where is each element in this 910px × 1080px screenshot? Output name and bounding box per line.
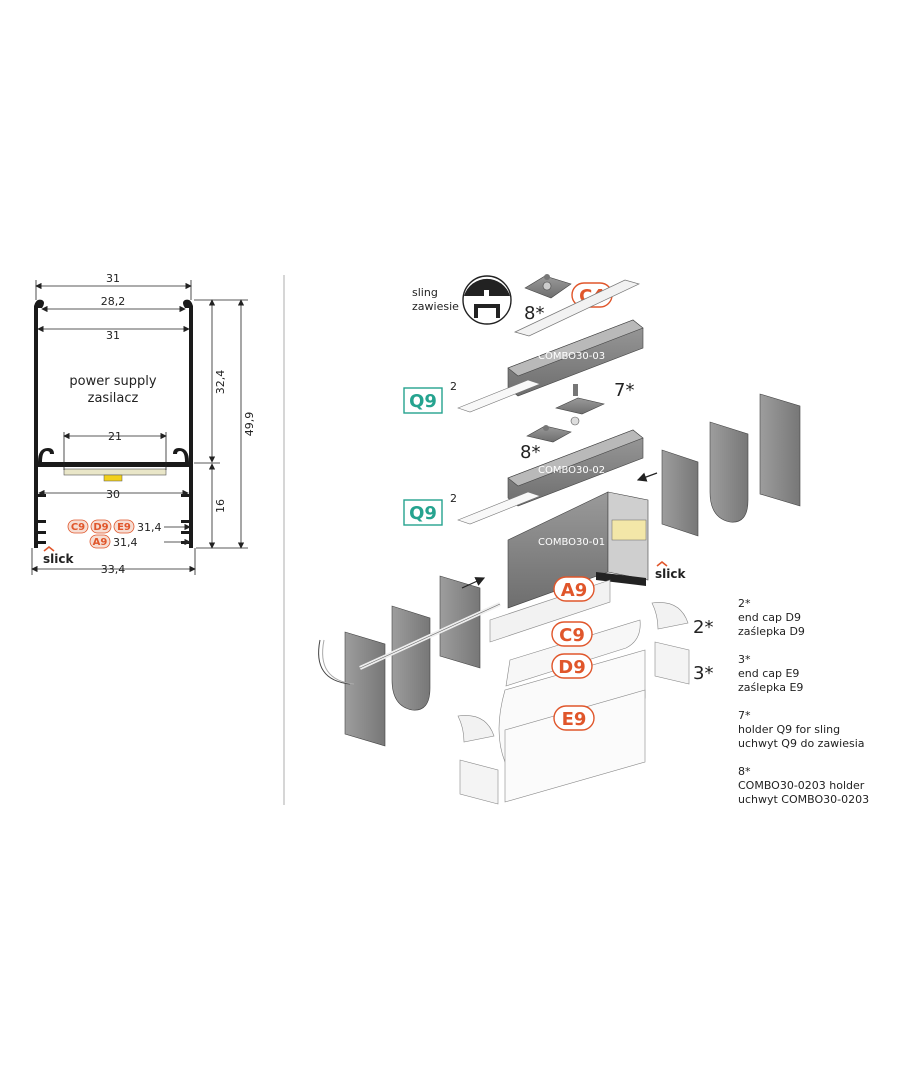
dim-inner-width: 28,2 [101, 295, 126, 308]
slick-logo-text: slick [43, 552, 74, 566]
pill-c9: C9 [71, 522, 85, 533]
label-combo30-03: COMBO30-03 [538, 351, 605, 362]
callout-8-top: 8* [524, 303, 544, 324]
profile-combo30-02 [507, 429, 644, 507]
holder-7 [555, 384, 605, 426]
end-cap-d9 [651, 602, 689, 630]
legend-num-7: 7* [738, 709, 751, 722]
legend-pl-3: zaślepka E9 [738, 681, 804, 694]
legend-num-3: 3* [738, 653, 751, 666]
sling-label: sling [412, 286, 438, 299]
legend-pl-2: zaślepka D9 [738, 625, 805, 638]
legend-pl-7: uchwyt Q9 do zawiesia [738, 737, 865, 750]
legend-num-8: 8* [738, 765, 751, 778]
dim-total-width: 33,4 [101, 563, 126, 576]
legend-en-8: COMBO30-0203 holder [738, 779, 865, 792]
diffuser-c9-part [505, 619, 641, 687]
dim-lower-height: 16 [214, 499, 227, 513]
legend-item-7: 7* holder Q9 for sling uchwyt Q9 do zawi… [738, 709, 865, 751]
arrow-pin [461, 577, 486, 589]
callout-3: 3* [693, 663, 713, 684]
legend-pl-8: uchwyt COMBO30-0203 [738, 793, 870, 806]
dim-total-height: 49,9 [243, 412, 256, 437]
legend-item-3: 3* end cap E9 zaślepka E9 [738, 653, 803, 695]
power-supply-label-pl: zasilacz [88, 391, 139, 406]
dim-top-width: 31 [106, 272, 120, 285]
slick-logo-exploded-text: slick [655, 567, 686, 581]
tag-q9-top: Q9 [409, 391, 437, 412]
label-combo30-02: COMBO30-02 [538, 465, 605, 476]
led-chip [103, 474, 123, 482]
end-cap-e9 [654, 641, 690, 685]
legend-item-2: 2* end cap D9 zaślepka D9 [738, 597, 805, 639]
tag-c9: C9 [559, 625, 585, 646]
legend-en-2: end cap D9 [738, 611, 801, 624]
legend-num-2: 2* [738, 597, 751, 610]
tag-d9: D9 [558, 657, 585, 678]
diffuser-e9-part [504, 689, 646, 803]
callout-8-mid: 8* [520, 442, 540, 463]
dim-pcb-width: 21 [108, 430, 122, 443]
slick-logo-exploded: slick [655, 560, 686, 581]
exploded-view: sling zawiesie 8* C4 COMBO30-03 Q9 2 [318, 274, 801, 805]
tag-q9-bottom: Q9 [409, 503, 437, 524]
dim-lower-width: 30 [106, 488, 120, 501]
label-combo30-01: COMBO30-01 [538, 537, 605, 548]
arrow-cap [636, 472, 658, 482]
end-cap-e9-left [459, 759, 499, 805]
holder-8-mid [526, 425, 572, 443]
end-cap-d9-left [457, 715, 495, 743]
legend-item-8: 8* COMBO30-0203 holder uchwyt COMBO30-02… [738, 765, 869, 807]
profile-cross-section [34, 299, 193, 548]
pill-a9: A9 [93, 537, 108, 548]
holder-8-top [524, 274, 572, 299]
dim-chamber-width: 31 [106, 329, 120, 342]
dim-lens-width-2: 31,4 [113, 536, 138, 549]
legend-en-7: holder Q9 for sling [738, 723, 841, 736]
cross-section-drawing: 31 28,2 31 21 30 31,4 31,4 33,4 32,4 16 … [31, 272, 256, 576]
pill-tags: C9 D9 E9 A9 [67, 519, 135, 549]
end-caps-group [661, 393, 801, 537]
q9-holder-bottom [457, 491, 541, 525]
dim-upper-height: 32,4 [214, 370, 227, 395]
pill-e9: E9 [117, 522, 131, 533]
sling-icon [462, 275, 512, 325]
tag-q9-top-sup: 2 [450, 380, 457, 393]
power-supply-label: power supply [69, 374, 156, 389]
tag-e9: E9 [562, 709, 587, 730]
led-strip [63, 468, 167, 476]
rail-c4 [514, 279, 640, 337]
slick-logo: slick [43, 545, 74, 566]
pill-d9: D9 [93, 522, 108, 533]
tag-a9: A9 [561, 580, 587, 601]
callout-2: 2* [693, 617, 713, 638]
left-end-caps [318, 575, 501, 747]
sling-label-pl: zawiesie [412, 300, 459, 313]
legend-en-3: end cap E9 [738, 667, 800, 680]
dim-lens-width-1: 31,4 [137, 521, 162, 534]
callout-7: 7* [614, 380, 634, 401]
q9-holder-top [457, 379, 541, 413]
tag-q9-bottom-sup: 2 [450, 492, 457, 505]
